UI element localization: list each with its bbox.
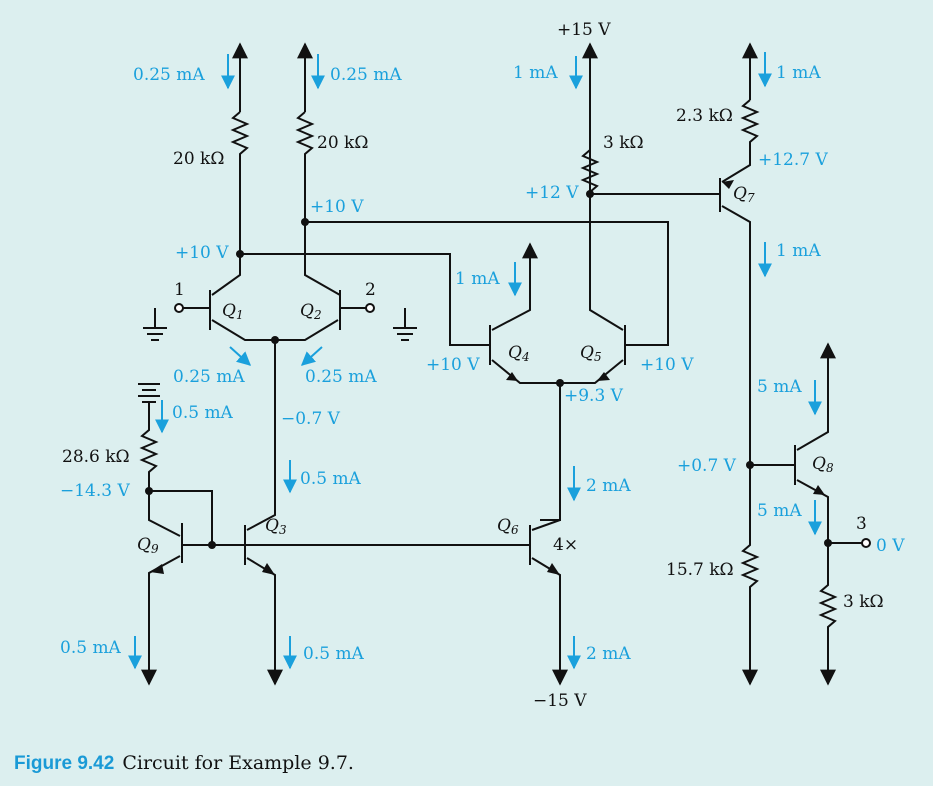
q6-label: Q [497, 516, 511, 536]
v5b-label: +10 V [640, 355, 694, 375]
i6e-label: 2 mA [586, 644, 631, 664]
ve7-label: +12.7 V [758, 150, 828, 170]
svg-text:Q2: Q2 [300, 301, 322, 322]
i8c-label: 5 mA [757, 377, 802, 397]
r1-label: 20 kΩ [173, 149, 224, 169]
svg-text:Q1: Q1 [222, 301, 244, 322]
svg-text:Q3: Q3 [265, 516, 287, 537]
svg-text:Q7: Q7 [733, 184, 755, 205]
figure-label: Figure 9.42 [14, 753, 115, 774]
i2-label: 0.25 mA [330, 65, 402, 85]
r9-label: 28.6 kΩ [62, 447, 130, 467]
v4b-label: +10 V [426, 355, 480, 375]
i9top-label: 0.5 mA [172, 403, 234, 423]
q1-label: Q [222, 301, 236, 321]
supply-negative: −15 V [533, 691, 587, 711]
cyan-labels: 0.25 mA 0.25 mA 1 mA 1 mA +10 V +10 V 1 … [60, 63, 905, 664]
i4-label: 1 mA [455, 269, 500, 289]
vc5-label: +12 V [525, 183, 579, 203]
svg-text:Q9: Q9 [137, 535, 159, 556]
q2-label: Q [300, 301, 314, 321]
vout-label: 0 V [876, 536, 905, 556]
i6c-label: 2 mA [586, 476, 631, 496]
q4-label: Q [508, 343, 522, 363]
q7-label: Q [733, 184, 747, 204]
v2-label: +10 V [310, 197, 364, 217]
figure-caption-text: Circuit for Example 9.7. [122, 752, 354, 774]
v1-label: +10 V [175, 243, 229, 263]
q5-label: Q [580, 343, 594, 363]
q8-stage [740, 342, 871, 686]
i3c-label: 0.5 mA [300, 469, 362, 489]
terminal-2: 2 [365, 280, 376, 300]
transistor-labels: Q1 Q2 Q3 Q4 Q5 Q6 Q7 Q8 Q9 [137, 184, 834, 556]
ie1-label: 0.25 mA [173, 367, 245, 387]
rl-label: 3 kΩ [843, 592, 884, 612]
svg-text:Q4: Q4 [508, 343, 530, 364]
vb8-label: +0.7 V [677, 456, 737, 476]
i7-label: 1 mA [776, 63, 821, 83]
current-arrows [128, 52, 822, 670]
bias-stage [138, 340, 568, 686]
r8-label: 15.7 kΩ [666, 560, 734, 580]
i7b-label: 1 mA [776, 241, 821, 261]
ie2-label: 0.25 mA [305, 367, 377, 387]
q8-label: Q [812, 454, 826, 474]
black-labels: +15 V −15 V 20 kΩ 20 kΩ 3 kΩ 2.3 kΩ 28.6… [62, 20, 884, 711]
svg-text:Q6: Q6 [497, 516, 519, 537]
terminal-3: 3 [856, 514, 867, 534]
q3-label: Q [265, 516, 279, 536]
r5-label: 3 kΩ [603, 133, 644, 153]
q7-stage [719, 42, 760, 469]
ve12-label: −0.7 V [281, 409, 341, 429]
svg-text:Q5: Q5 [580, 343, 602, 364]
q9-label: Q [137, 535, 151, 555]
supply-positive: +15 V [557, 20, 611, 40]
r2-label: 20 kΩ [317, 133, 368, 153]
terminal-1: 1 [174, 280, 185, 300]
r7-label: 2.3 kΩ [676, 106, 733, 126]
figure-caption: Figure 9.42 Circuit for Example 9.7. [14, 752, 354, 775]
v9-label: −14.3 V [60, 481, 130, 501]
i8e-label: 5 mA [757, 501, 802, 521]
q1-q2-stage [143, 42, 669, 346]
i9e-label: 0.5 mA [60, 638, 122, 658]
i1-label: 0.25 mA [133, 65, 205, 85]
i3e-label: 0.5 mA [303, 644, 365, 664]
q6-ratio: 4× [553, 535, 578, 555]
svg-text:Q8: Q8 [812, 454, 834, 475]
ve45-label: +9.3 V [564, 386, 624, 406]
i5-label: 1 mA [513, 63, 558, 83]
